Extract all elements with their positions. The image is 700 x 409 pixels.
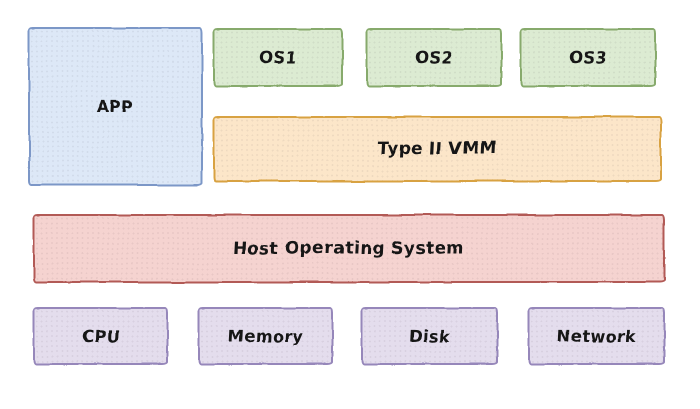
app-box: APP: [28, 27, 203, 186]
network-box-label: Network: [556, 326, 637, 346]
os2-box: OS2: [366, 28, 502, 87]
os3-box-label: OS3: [568, 48, 608, 67]
type2-vmm-box: Type II VMM: [213, 116, 662, 182]
type2-vmm-box-label: Type II VMM: [376, 139, 499, 159]
os3-box: OS3: [520, 28, 656, 87]
app-box-label: APP: [96, 97, 135, 116]
os2-box-label: OS2: [414, 48, 454, 67]
network-box: Network: [528, 307, 665, 365]
host-operating-system-box-label: Host Operating System: [232, 238, 466, 259]
disk-box-label: Disk: [408, 326, 451, 346]
host-operating-system-box: Host Operating System: [33, 214, 665, 283]
disk-box: Disk: [361, 307, 498, 365]
memory-box-label: Memory: [227, 326, 304, 346]
os1-box: OS1: [213, 28, 343, 87]
memory-box: Memory: [198, 307, 333, 365]
os1-box-label: OS1: [258, 48, 298, 67]
cpu-box: CPU: [33, 307, 168, 365]
cpu-box-label: CPU: [81, 326, 120, 346]
